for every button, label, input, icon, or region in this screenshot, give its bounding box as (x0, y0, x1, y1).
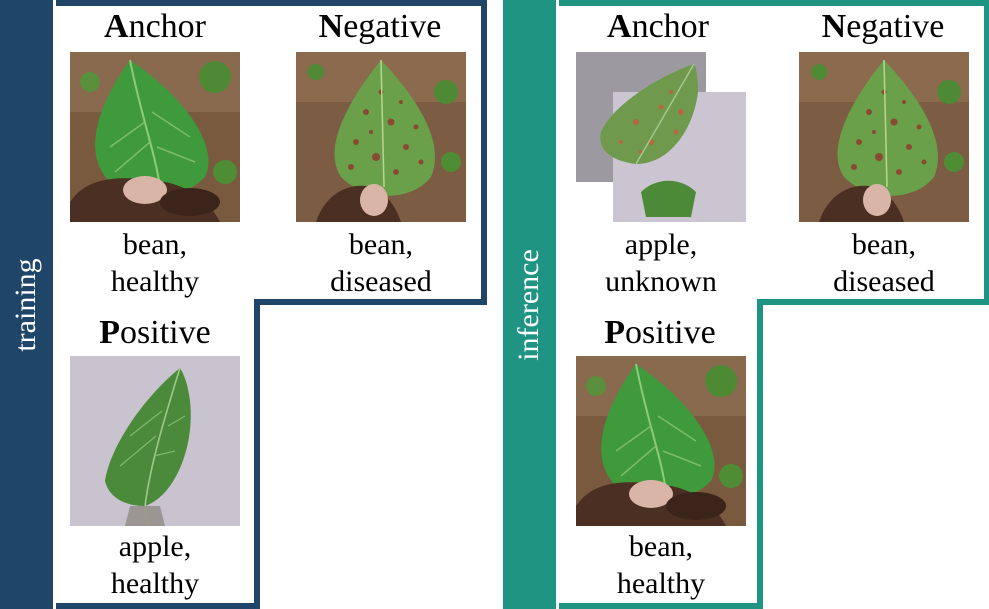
anchor-image-apple-unknown (576, 52, 746, 222)
negative-image-bean-diseased (296, 52, 466, 222)
negative-caption: bean, diseased (784, 226, 984, 300)
negative-heading: Negative (788, 8, 978, 46)
negative-image-bean-diseased (799, 52, 969, 222)
training-panel: training Anchor bean, healthy Negative b… (0, 0, 486, 609)
positive-heading: Positive (565, 314, 755, 352)
anchor-caption: apple, unknown (561, 226, 761, 300)
negative-heading: Negative (285, 8, 475, 46)
positive-caption: bean, healthy (561, 528, 761, 602)
inference-panel: inference Anchor apple, unknown Negative… (503, 0, 989, 609)
negative-caption: bean, diseased (281, 226, 481, 300)
anchor-heading: Anchor (563, 8, 753, 46)
positive-caption: apple, healthy (55, 528, 255, 602)
positive-heading: Positive (60, 314, 250, 352)
positive-image-apple-healthy (70, 356, 240, 526)
positive-image-bean-healthy (576, 356, 746, 526)
anchor-image-bean-healthy (70, 52, 240, 222)
anchor-caption: bean, healthy (55, 226, 255, 300)
anchor-heading: Anchor (60, 8, 250, 46)
